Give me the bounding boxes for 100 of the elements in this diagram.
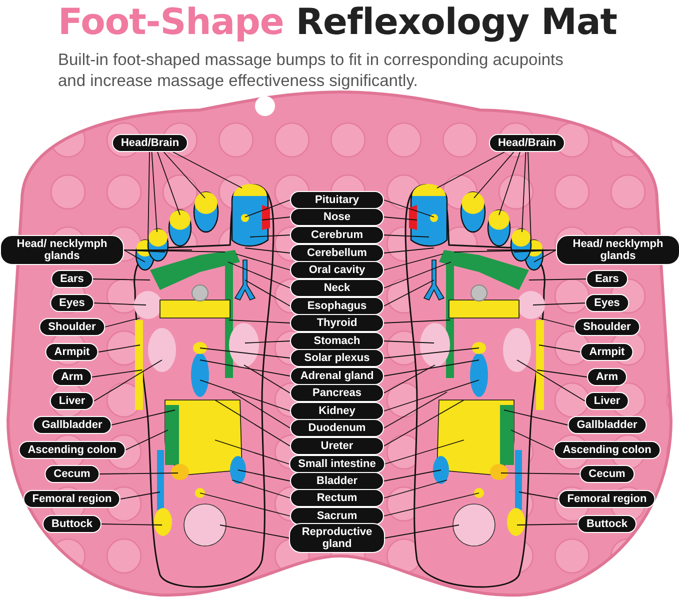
callout-label: Pancreas <box>290 384 384 402</box>
callout-label: Ureter <box>290 437 384 455</box>
leader-line <box>384 524 460 538</box>
callout-label: Pituitary <box>290 191 384 209</box>
leader-line <box>163 152 206 198</box>
leader-line <box>244 340 290 344</box>
leader-line <box>384 216 418 220</box>
leader-line <box>384 480 448 498</box>
leader-line <box>148 152 150 242</box>
callout-label: Shoulder <box>574 318 640 336</box>
leader-line <box>124 430 168 450</box>
leader-line <box>384 360 480 376</box>
callout-label: Buttock <box>42 515 102 533</box>
callout-label: Ascending colon <box>554 441 660 459</box>
leader-line <box>516 524 578 526</box>
leader-line <box>250 234 290 238</box>
leader-line <box>214 400 290 446</box>
leader-line <box>244 200 290 218</box>
callout-label: Liver <box>50 392 94 410</box>
callout-label: Stomach <box>290 332 384 350</box>
leader-line <box>384 392 448 428</box>
leader-line <box>522 152 526 232</box>
leader-line <box>384 320 450 324</box>
leader-line <box>262 216 290 220</box>
leader-line <box>92 370 142 378</box>
leader-line <box>534 250 556 262</box>
callout-label: Adrenal gland <box>290 367 384 385</box>
leader-line <box>384 234 430 238</box>
leader-line <box>536 370 588 378</box>
leader-line <box>498 152 520 216</box>
callout-label: Thyroid <box>290 314 384 332</box>
leader-line <box>244 248 290 254</box>
leader-line <box>384 440 464 464</box>
leader-line <box>151 152 158 232</box>
callout-label: Small intestine <box>289 455 385 473</box>
leader-line <box>516 360 586 402</box>
callout-label: Cecum <box>44 465 100 483</box>
leader-line <box>214 440 290 464</box>
leader-line <box>532 302 586 306</box>
leader-line <box>528 278 587 280</box>
callout-label: Cerebrum <box>290 226 384 244</box>
leader-line <box>510 430 554 450</box>
callout-label: Ascending colon <box>18 441 126 459</box>
callout-label: Ears <box>586 270 628 288</box>
leader-line <box>384 492 480 516</box>
leader-line <box>110 410 176 426</box>
callout-label: Neck <box>290 279 384 297</box>
leader-line <box>500 472 580 474</box>
leader-line <box>200 348 290 358</box>
leader-line <box>504 410 568 426</box>
leader-line <box>384 248 434 254</box>
callout-label: Gallbladder <box>568 416 646 434</box>
callout-label: Eyes <box>50 294 94 312</box>
callout-label: Kidney <box>290 402 384 420</box>
leader-line <box>93 302 146 306</box>
leader-line <box>384 340 434 344</box>
callout-label: Gallbladder <box>32 416 112 434</box>
callout-label: Liver <box>584 392 630 410</box>
leader-line <box>236 254 290 270</box>
callout-label: Head/Brain <box>488 134 566 152</box>
leader-line <box>244 280 290 306</box>
callout-label: Armpit <box>580 343 634 361</box>
leader-line <box>384 380 480 412</box>
leader-line <box>244 364 290 394</box>
leader-line <box>200 360 290 376</box>
callout-label: Reproductive gland <box>289 523 385 553</box>
callout-label: Femoral region <box>558 490 656 508</box>
leader-line <box>538 318 575 328</box>
leader-line <box>384 200 434 218</box>
leader-line <box>518 492 559 500</box>
callout-label: Eyes <box>585 294 629 312</box>
leader-line <box>94 360 162 402</box>
leader-line <box>172 152 242 188</box>
callout-label: Armpit <box>45 343 99 361</box>
callout-label: Shoulder <box>39 318 105 336</box>
callout-label: Femoral region <box>23 490 121 508</box>
callout-label: Nose <box>290 208 384 226</box>
leader-line <box>104 318 140 328</box>
leader-line <box>92 278 150 280</box>
leader-line <box>120 492 160 500</box>
callout-label: Oral cavity <box>290 261 384 279</box>
leader-line <box>200 492 290 516</box>
leader-line <box>384 280 434 306</box>
leader-line <box>232 392 290 428</box>
leader-line <box>228 262 290 288</box>
callout-label: Duodenum <box>290 419 384 437</box>
subtitle: Built-in foot-shaped massage bumps to fit in corresponding acupoints and increase massage effectiveness significantly. <box>58 50 564 92</box>
leader-line <box>528 152 532 242</box>
callout-label: Head/Brain <box>112 134 188 152</box>
leader-line <box>384 364 436 394</box>
leader-line <box>98 472 178 474</box>
leader-line <box>384 470 442 482</box>
callout-label: Solar plexus <box>290 349 384 367</box>
callout-label: Rectum <box>290 489 384 507</box>
callout-label: Cecum <box>580 465 634 483</box>
leader-line <box>384 348 480 358</box>
leader-line <box>474 152 514 198</box>
leader-line <box>101 524 162 526</box>
leader-line <box>157 152 180 216</box>
callout-label: Bladder <box>290 472 384 490</box>
